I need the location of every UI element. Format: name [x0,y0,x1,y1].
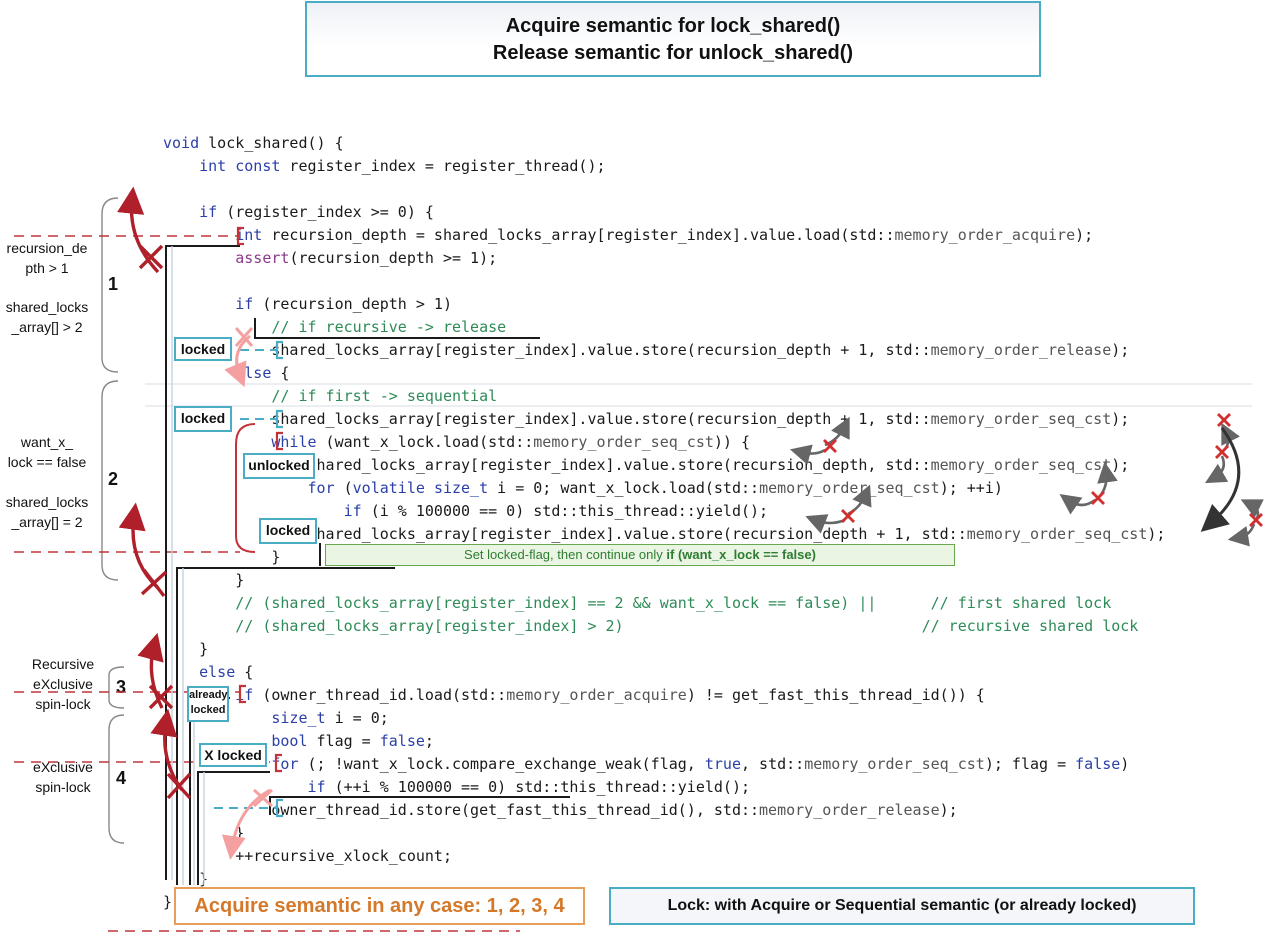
tag-locked-1: locked [174,337,232,361]
tag-already-text: already [189,689,228,701]
green-note: Set locked-flag, then continue only if (… [325,544,955,566]
legend-box: Lock: with Acquire or Sequential semanti… [609,887,1195,925]
code-line: if (i % 100000 == 0) std::this_thread::y… [343,502,769,520]
brace-section-2 [101,380,119,581]
code-line: assert(recursion_depth >= 1); [235,249,498,267]
code-line: } [163,640,209,658]
red-cross-marks [138,244,192,800]
section-number-2: 2 [108,469,119,489]
code-line: } [163,571,245,589]
green-note-condition: if (want_x_lock == false) [666,547,816,562]
code-line: shared_locks_array[register_index].value… [163,525,1166,543]
code-line: for (; !want_x_lock.compare_exchange_wea… [271,755,1130,773]
code-line: } [163,893,173,911]
green-note-prefix: Set locked-flag, then continue only [464,547,667,562]
code-line: for (volatile size_t i = 0; want_x_lock.… [307,479,1003,497]
code-line: if (register_index >= 0) { [199,203,434,221]
code-line: shared_locks_array[register_index].value… [163,341,1130,359]
code-line: if (recursion_depth > 1) [235,295,452,313]
code-line: // if recursive -> release [271,318,507,336]
small-red-crosses [823,413,1263,527]
section-number-4: 4 [116,768,127,788]
code-brackets-red [236,226,283,773]
code-line: // if first -> sequential [271,387,498,405]
brace-section-1 [101,197,119,373]
dark-curved-arrow [1200,427,1241,532]
title-line-1: Acquire semantic for lock_shared() [505,15,841,37]
tag-locked-2: locked [174,406,232,432]
code-line: } [163,824,245,842]
code-line: else { [199,663,254,681]
brace-section-4 [108,714,125,844]
code-line: // (shared_locks_array[register_index] >… [235,617,1139,635]
code-line: } [163,548,281,566]
section-number-3: 3 [116,677,127,697]
code-line: shared_locks_array[register_index].value… [163,410,1130,428]
code-line: // (shared_locks_array[register_index] =… [235,594,1112,612]
side-label-recursion-depth: recursion_de pth > 1 [6,240,88,276]
code-line: ++recursive_xlock_count; [163,847,452,865]
code-line: while (want_x_lock.load(std::memory_orde… [271,433,751,451]
tag-already-locked: already locked [187,686,229,722]
tag-locked-3: locked [259,518,317,544]
code-line: if (owner_thread_id.load(std::memory_ord… [235,686,985,704]
title-line-2: Release semantic for unlock_shared() [492,42,854,64]
gray-arrows [789,416,1264,547]
side-label-shared-locks-gt2: shared_locks _array[] > 2 [5,299,89,335]
code-line: bool flag = false; [271,732,434,750]
code-line: shared_locks_array[register_index].value… [163,456,1130,474]
code-line: size_t i = 0; [271,709,389,727]
side-label-want-x-lock: want_x_ lock == false [7,434,87,470]
code-line: int const register_index = register_thre… [199,157,606,175]
side-label-shared-locks-eq2: shared_locks _array[] = 2 [5,494,89,530]
dashed-lines-red [14,235,520,932]
code-brackets-blue [275,340,283,818]
tag-unlocked: unlocked [243,453,315,479]
tag-x-locked: X locked [199,743,267,767]
brace-section-3 [108,666,125,709]
side-label-xclusive-spin: eXclusive spin-lock [33,759,93,795]
side-label-recursive-xclusive: Recursive eXclusive spin-lock [31,656,95,712]
section-number-1: 1 [108,274,119,294]
acquire-any-case-box: Acquire semantic in any case: 1, 2, 3, 4 [174,887,585,925]
code-line: void lock_shared() { [163,134,344,152]
code-line: int recursion_depth = shared_locks_array… [235,226,1094,244]
code-listing: void lock_shared() { int const register_… [163,132,1165,914]
code-line: owner_thread_id.store(get_fast_this_thre… [163,801,958,819]
code-line: if (++i % 100000 == 0) std::this_thread:… [307,778,751,796]
title-box: Acquire semantic for lock_shared() Relea… [305,1,1041,77]
tag-already-locked-text: locked [190,704,226,716]
